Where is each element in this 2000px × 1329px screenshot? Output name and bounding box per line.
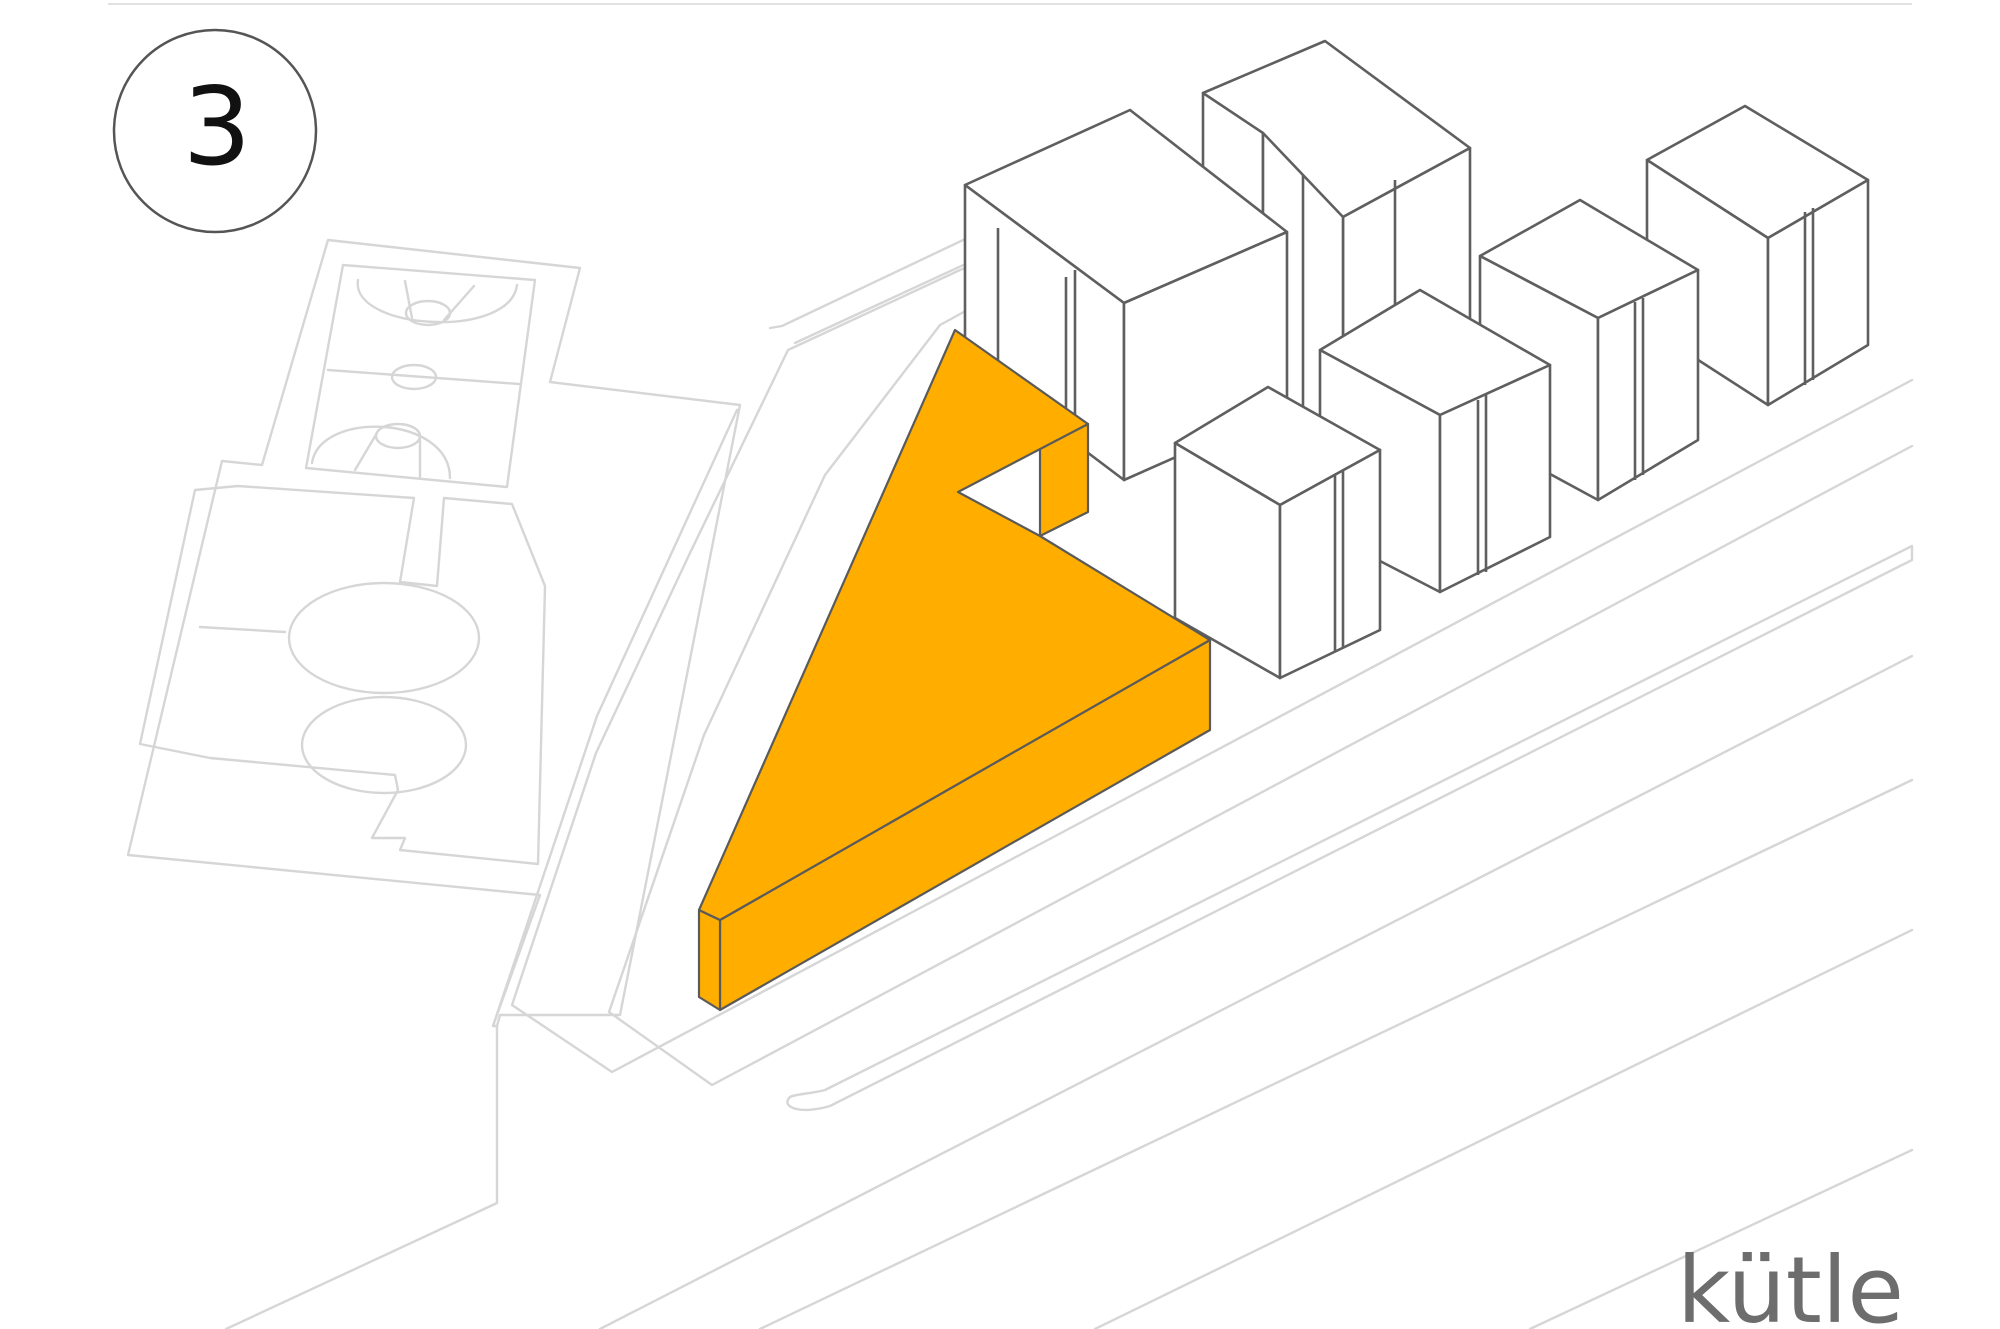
field-oval-upper bbox=[287, 581, 481, 695]
court-center-circle bbox=[390, 363, 438, 391]
road-edge-1 bbox=[598, 654, 1914, 1329]
diagram-caption: kütle bbox=[1677, 1237, 1904, 1329]
court-free-throw-bottom bbox=[374, 422, 422, 450]
step-number: 3 bbox=[183, 65, 252, 190]
court-lane-top-left bbox=[403, 279, 414, 320]
building-tower-right-side bbox=[1596, 268, 1700, 502]
sports-fields bbox=[126, 238, 742, 1028]
sports-fields-outline bbox=[126, 238, 742, 1028]
court-lane-top-right bbox=[442, 284, 476, 322]
field-lower-panel bbox=[138, 484, 547, 866]
step-circle bbox=[112, 28, 318, 234]
field-oval-lower bbox=[300, 695, 468, 795]
road-edge-3 bbox=[1093, 928, 1914, 1329]
proposed-mass-west-face bbox=[697, 908, 722, 1012]
court-midline bbox=[326, 368, 521, 386]
step-badge: 3 bbox=[112, 28, 318, 234]
west-path-inner bbox=[491, 408, 739, 1028]
building-tower-far-right-side bbox=[1766, 178, 1870, 407]
building-small-front-side bbox=[1278, 448, 1382, 680]
road-edge-4 bbox=[1528, 1148, 1914, 1329]
plot-boundary-outer bbox=[510, 172, 1914, 1074]
proposed-mass-roof bbox=[697, 328, 1212, 922]
field-divider bbox=[198, 625, 287, 634]
median-strip bbox=[786, 544, 1914, 1112]
road-edge-2 bbox=[758, 778, 1914, 1329]
proposed-mass bbox=[697, 328, 1212, 1012]
west-path-outer bbox=[224, 1024, 499, 1329]
basketball-court bbox=[304, 263, 537, 489]
building-small-front bbox=[1173, 385, 1382, 680]
court-key-top bbox=[356, 278, 519, 324]
building-tower-middle-side bbox=[1438, 363, 1552, 594]
existing-buildings bbox=[963, 39, 1870, 680]
court-lane-bottom-left bbox=[353, 431, 379, 472]
